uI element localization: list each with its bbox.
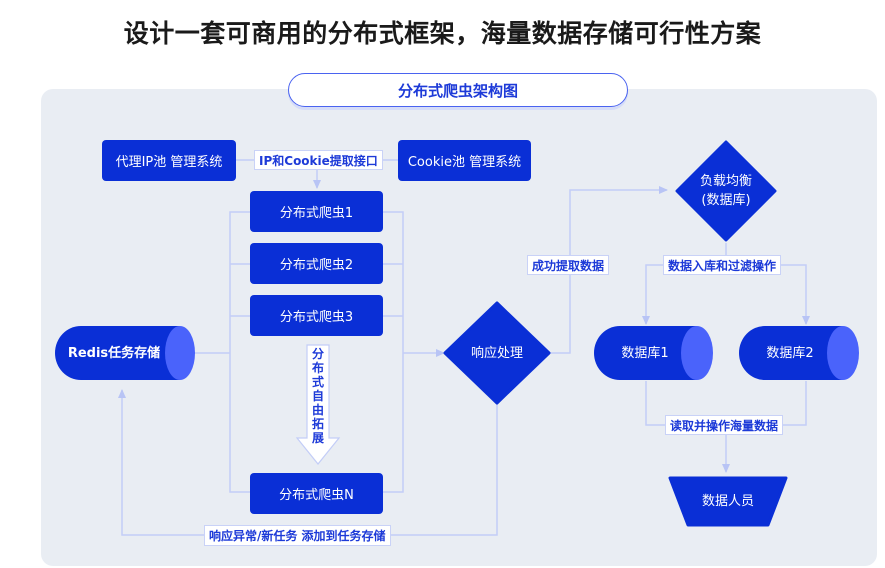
page-title: 设计一套可商用的分布式框架，海量数据存储可行性方案 bbox=[123, 19, 762, 48]
redis-store-label: Redis任务存储 bbox=[67, 345, 161, 361]
load-balancer-label: 负载均衡 (数据库) bbox=[686, 172, 766, 210]
connector-right-bracket bbox=[383, 211, 404, 493]
scale-out-char: 式 bbox=[311, 375, 324, 389]
crawler-n-node: 分布式爬虫N bbox=[250, 473, 383, 514]
load-balancer-label-line2: (数据库) bbox=[701, 193, 751, 208]
data-staff-trapezoid bbox=[668, 476, 788, 527]
edge-label-error-new-task: 响应异常/新任务 添加到任务存储 bbox=[204, 525, 391, 546]
edge-label-success-extract: 成功提取数据 bbox=[527, 255, 610, 275]
cookie-pool-label: Cookie池 管理系统 bbox=[407, 155, 522, 170]
database-2-label: 数据库2 bbox=[766, 345, 814, 361]
response-handler-diamond bbox=[443, 301, 551, 405]
database-1-label: 数据库1 bbox=[621, 345, 669, 361]
diagram-title: 分布式爬虫架构图 bbox=[288, 73, 628, 107]
connector-left-bracket bbox=[229, 211, 250, 493]
crawler-2-node: 分布式爬虫2 bbox=[250, 243, 383, 284]
crawler-1-label: 分布式爬虫1 bbox=[279, 206, 354, 221]
scale-out-char: 分 bbox=[311, 347, 324, 361]
scale-out-char: 由 bbox=[311, 403, 324, 417]
proxy-pool-label: 代理IP池 管理系统 bbox=[115, 155, 223, 170]
edge-label-ip-cookie-api: IP和Cookie提取接口 bbox=[254, 150, 383, 170]
database-2-cylinder bbox=[739, 326, 859, 380]
proxy-pool-node: 代理IP池 管理系统 bbox=[102, 140, 236, 181]
edge-label-scale-out: 分布式自由拓展 bbox=[309, 347, 327, 445]
cookie-pool-node: Cookie池 管理系统 bbox=[398, 140, 531, 181]
crawler-1-node: 分布式爬虫1 bbox=[250, 191, 383, 232]
load-balancer-diamond bbox=[675, 140, 777, 242]
scale-out-char: 拓 bbox=[311, 417, 324, 431]
response-handler-label: 响应处理 bbox=[470, 345, 523, 361]
scale-out-char: 布 bbox=[311, 361, 324, 375]
redis-store-cylinder bbox=[55, 326, 195, 380]
crawler-3-label: 分布式爬虫3 bbox=[279, 310, 354, 325]
crawler-3-node: 分布式爬虫3 bbox=[250, 295, 383, 336]
database-1-cylinder bbox=[594, 326, 713, 380]
scale-out-char: 展 bbox=[311, 431, 324, 445]
crawler-n-label: 分布式爬虫N bbox=[279, 488, 354, 503]
edge-label-store-filter: 数据入库和过滤操作 bbox=[663, 255, 782, 275]
edge-label-read-operate: 读取并操作海量数据 bbox=[665, 415, 784, 435]
data-staff-label: 数据人员 bbox=[701, 493, 754, 509]
crawler-2-label: 分布式爬虫2 bbox=[279, 258, 354, 273]
scale-out-char: 自 bbox=[311, 389, 324, 403]
load-balancer-label-line1: 负载均衡 bbox=[699, 174, 752, 189]
scale-out-arrow bbox=[295, 344, 341, 465]
